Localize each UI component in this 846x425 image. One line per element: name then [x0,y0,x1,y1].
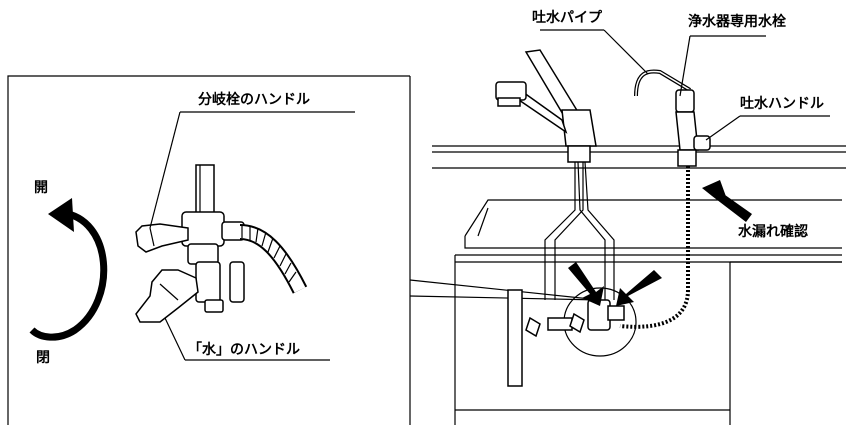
cabinet [454,254,842,425]
label-open: 開 [34,180,48,196]
label-purifier-faucet: 浄水器専用水栓 [688,14,786,30]
detail-valve [135,164,308,323]
label-branch-handle: 分岐栓のハンドル [198,92,310,108]
right-leaders [540,29,830,141]
detail-connector-bottom [409,295,601,301]
leak-check-arrows [568,180,752,306]
leader-branch-handle [149,111,181,229]
label-water-handle: 「水」のハンドル [188,342,300,358]
arrow-leak-left [568,262,604,306]
detail-connector-top [409,279,601,301]
arrow-leak-right [702,180,752,222]
label-leak-check: 水漏れ確認 [738,224,808,240]
bottom-valves [525,287,637,357]
leader-water-handle [164,317,186,361]
label-spout-handle: 吐水ハンドル [740,96,824,112]
mixer-faucet [495,49,615,300]
counter-top [432,145,846,169]
rotation-arrow [29,198,108,341]
label-spout-pipe: 吐水パイプ [532,10,602,26]
arrow-leak-mid [616,270,662,306]
label-close: 閉 [36,350,50,366]
detail-box [7,75,411,425]
